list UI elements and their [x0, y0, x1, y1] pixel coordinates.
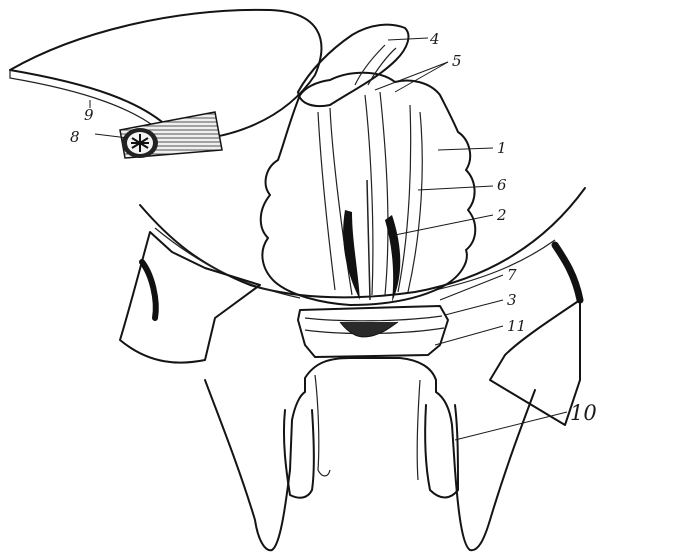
tube-cross-section	[120, 112, 222, 158]
label-10: 10	[570, 401, 597, 425]
label-7: 7	[507, 266, 517, 284]
lid-plate	[10, 10, 321, 140]
label-1: 1	[497, 139, 507, 157]
label-8: 8	[70, 128, 80, 146]
head-piece	[298, 25, 408, 106]
label-9: 9	[84, 106, 94, 124]
collar-band	[298, 306, 448, 357]
label-4: 4	[429, 30, 440, 48]
label-5: 5	[452, 52, 462, 70]
label-2: 2	[496, 206, 507, 224]
shoulder-outline	[140, 188, 585, 298]
label-6: 6	[497, 176, 507, 194]
lower-prongs	[205, 358, 535, 550]
inner-filaments	[318, 45, 422, 295]
label-3: 3	[507, 291, 517, 309]
label-11: 11	[507, 317, 526, 335]
right-wing	[490, 245, 580, 425]
